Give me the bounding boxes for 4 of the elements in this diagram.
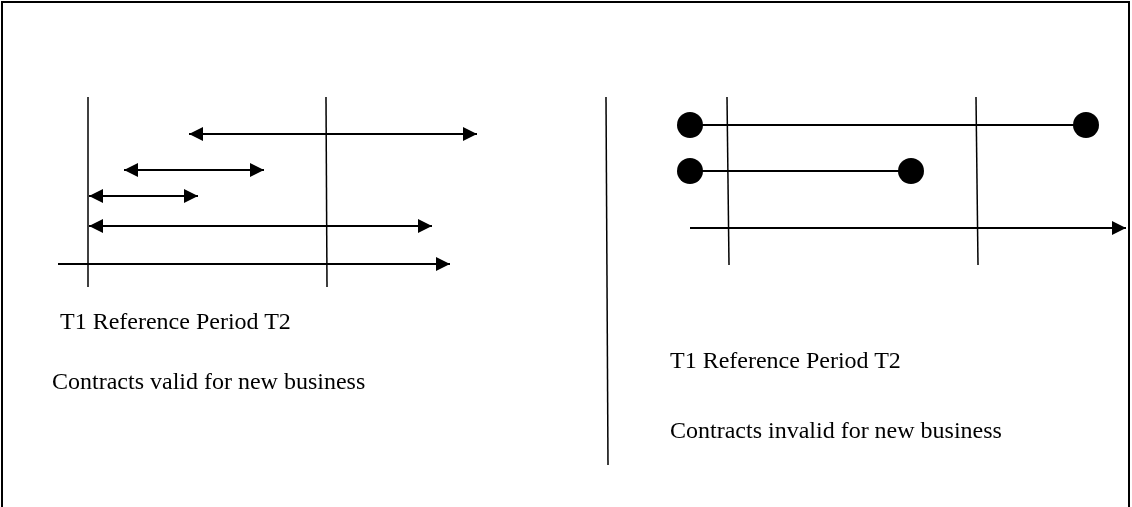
axis-caption: T1 Reference Period T2	[60, 307, 291, 335]
panel-caption: Contracts invalid for new business	[670, 416, 1002, 444]
axis-caption: T1 Reference Period T2	[670, 346, 901, 374]
panel-caption: Contracts valid for new business	[52, 367, 366, 395]
